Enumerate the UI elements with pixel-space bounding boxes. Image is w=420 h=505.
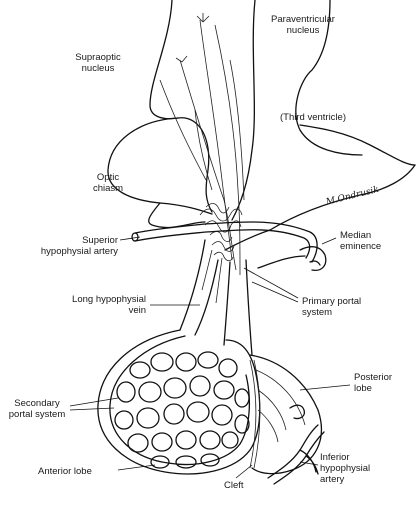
- label-primary-portal-system: Primary portal system: [302, 296, 362, 318]
- cleft: [249, 359, 261, 469]
- supraoptic-nucleus-cloud: [130, 15, 250, 125]
- label-median-eminence: Median eminence: [340, 230, 382, 252]
- label-supraoptic-nucleus: Supraoptic nucleus: [75, 52, 121, 74]
- nerve-fibers: [159, 13, 245, 276]
- label-secondary-portal-system: Secondary portal system: [8, 398, 66, 420]
- secondary-portal-cells: [114, 351, 250, 469]
- leader-lines: [69, 236, 351, 479]
- label-third-ventricle: (Third ventricle): [280, 112, 346, 123]
- label-superior-hypophysial-artery: Superior hypophysial artery: [40, 235, 118, 257]
- posterior-lobe: [249, 354, 322, 475]
- superior-hypophysial-artery: [131, 221, 318, 263]
- label-inferior-hypophysial-artery: Inferior hypophysial artery: [320, 452, 371, 485]
- median-eminence-vessel: [257, 246, 327, 271]
- label-paraventricular-nucleus: Paraventricular nucleus: [271, 14, 335, 36]
- label-anterior-lobe: Anterior lobe: [38, 466, 92, 477]
- label-optic-chiasm: Optic chiasm: [92, 172, 124, 194]
- label-cleft: Cleft: [224, 480, 244, 491]
- hypothalamus-outline: [107, 0, 416, 251]
- primary-portal-plexus: [199, 203, 243, 262]
- pituitary-stalk: [179, 239, 253, 356]
- inferior-hypophysial-artery: [267, 404, 325, 485]
- paraventricular-nucleus-cloud: [150, 115, 250, 185]
- label-posterior-lobe: Posterior lobe: [354, 372, 393, 394]
- label-long-hypophysial-vein: Long hypophysial vein: [72, 294, 146, 316]
